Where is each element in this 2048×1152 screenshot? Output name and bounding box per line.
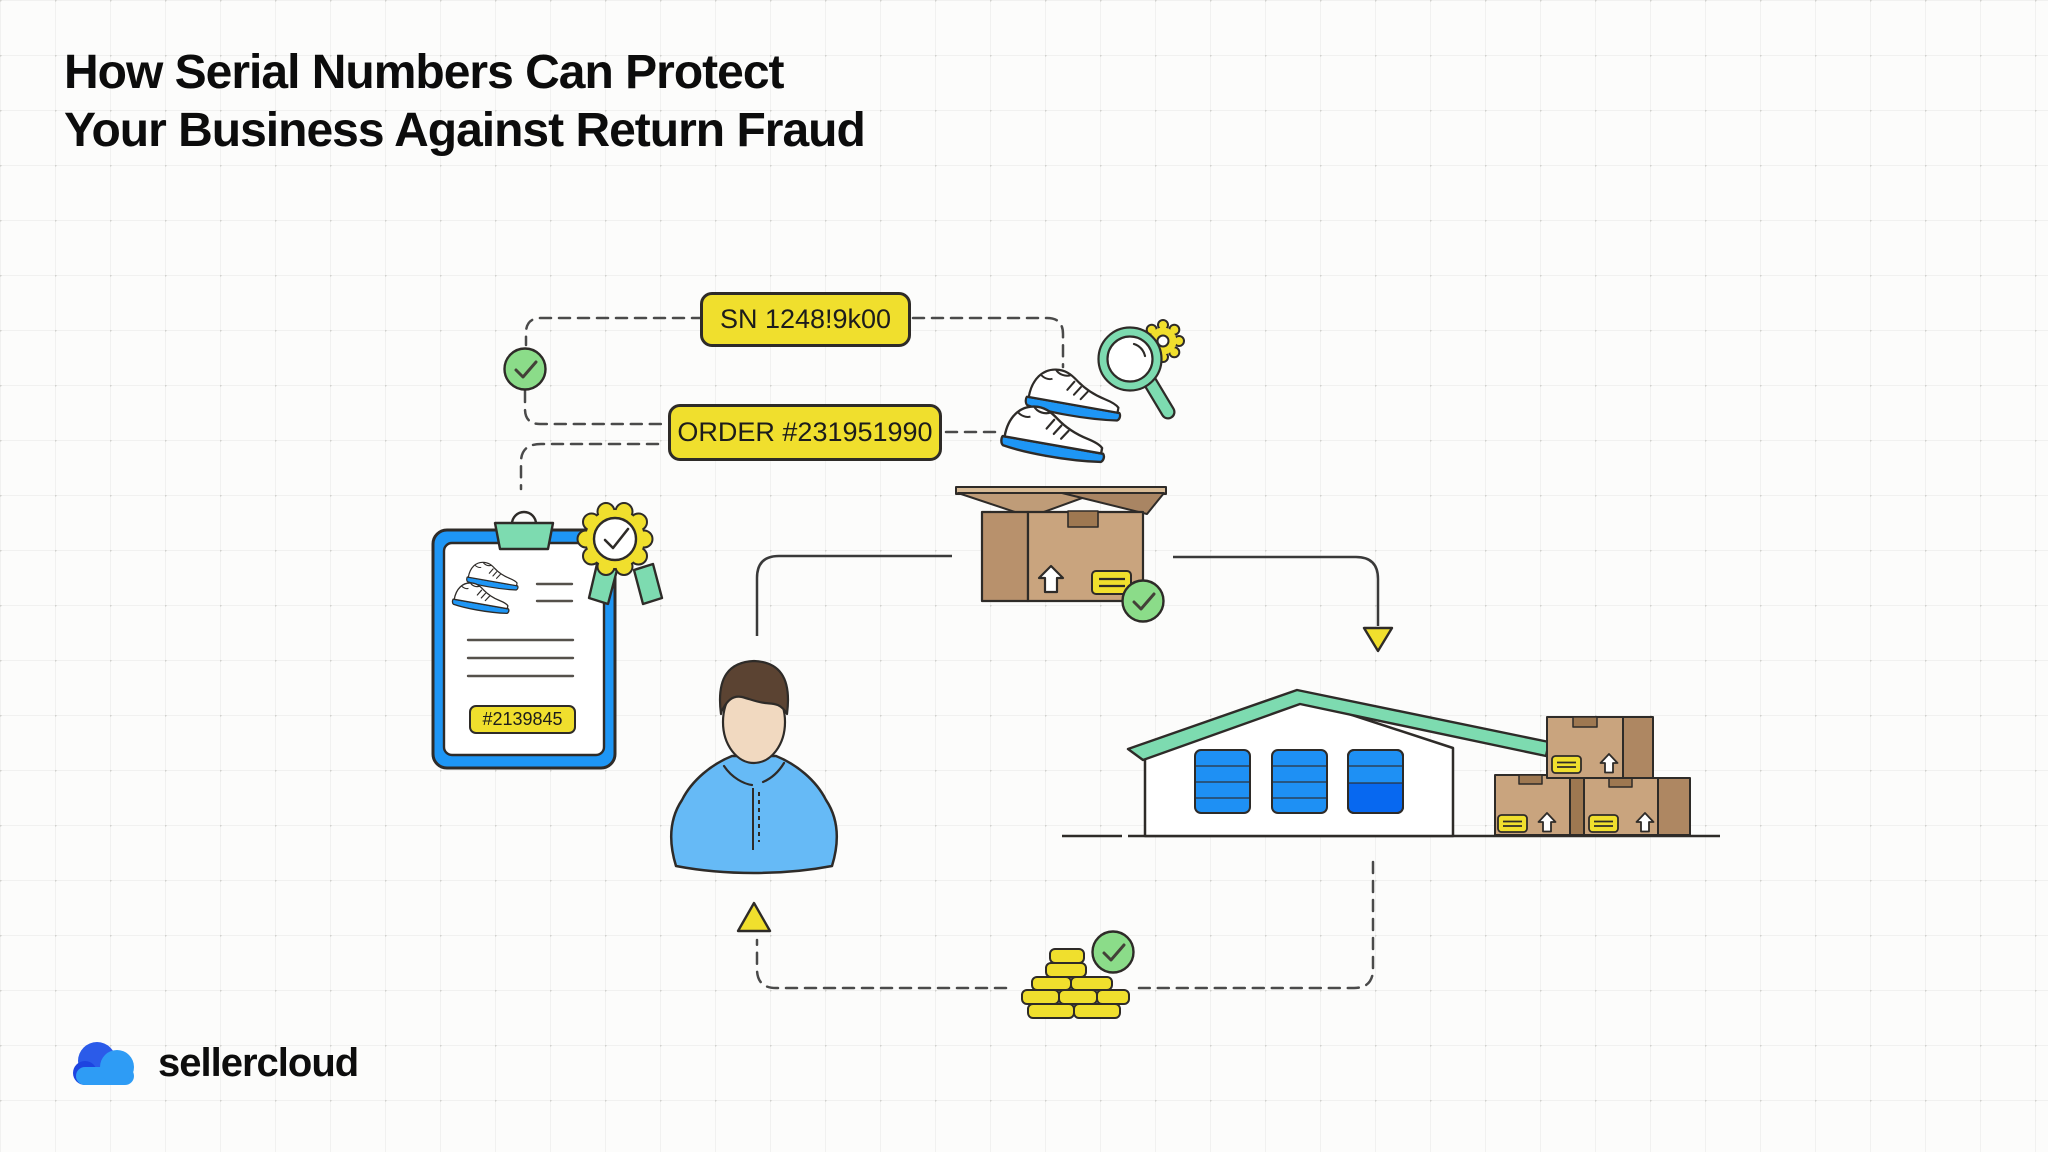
- coin-stack: [1021, 948, 1130, 1019]
- solid-connectors: [755, 554, 1380, 636]
- serial-number-text: SN 1248!9k00: [719, 304, 892, 334]
- rosette-award-icon: [576, 502, 664, 606]
- customer-avatar: [670, 659, 838, 875]
- logo-text: sellercloud: [158, 1040, 359, 1085]
- page-title-line2: Your Business Against Return Fraud: [64, 103, 866, 157]
- magnifier-icon: [1097, 319, 1185, 420]
- dashed-connectors: [519, 316, 1375, 990]
- order-number-text: ORDER #231951990: [677, 417, 933, 447]
- sellercloud-logo: sellercloud: [70, 1038, 359, 1088]
- stack-box-top: [1546, 716, 1654, 779]
- stack-box-bottom-left: [1494, 774, 1585, 836]
- stack-box-bottom-right: [1583, 777, 1691, 836]
- warehouse-door-2: [1271, 749, 1328, 814]
- shipping-box: [955, 486, 1167, 623]
- warehouse-door-1: [1194, 749, 1251, 814]
- item-id-text: #2139845: [482, 709, 563, 729]
- cloud-icon: [73, 1042, 134, 1085]
- warehouse-door-3: [1347, 749, 1404, 814]
- order-number-badge: ORDER #231951990: [668, 404, 942, 461]
- arrow-down-icon: [1362, 626, 1394, 653]
- check-icon-box: [1121, 579, 1165, 623]
- serial-number-badge: SN 1248!9k00: [700, 292, 911, 347]
- check-icon-serial: [503, 347, 547, 391]
- box-stack: [1494, 716, 1691, 836]
- check-icon-payment: [1091, 930, 1135, 974]
- arrow-up-icon: [736, 901, 772, 933]
- page-title-line1: How Serial Numbers Can Protect: [64, 46, 785, 99]
- page-title: How Serial Numbers Can Protect Your Busi…: [64, 44, 866, 159]
- item-id-badge: #2139845: [469, 705, 576, 734]
